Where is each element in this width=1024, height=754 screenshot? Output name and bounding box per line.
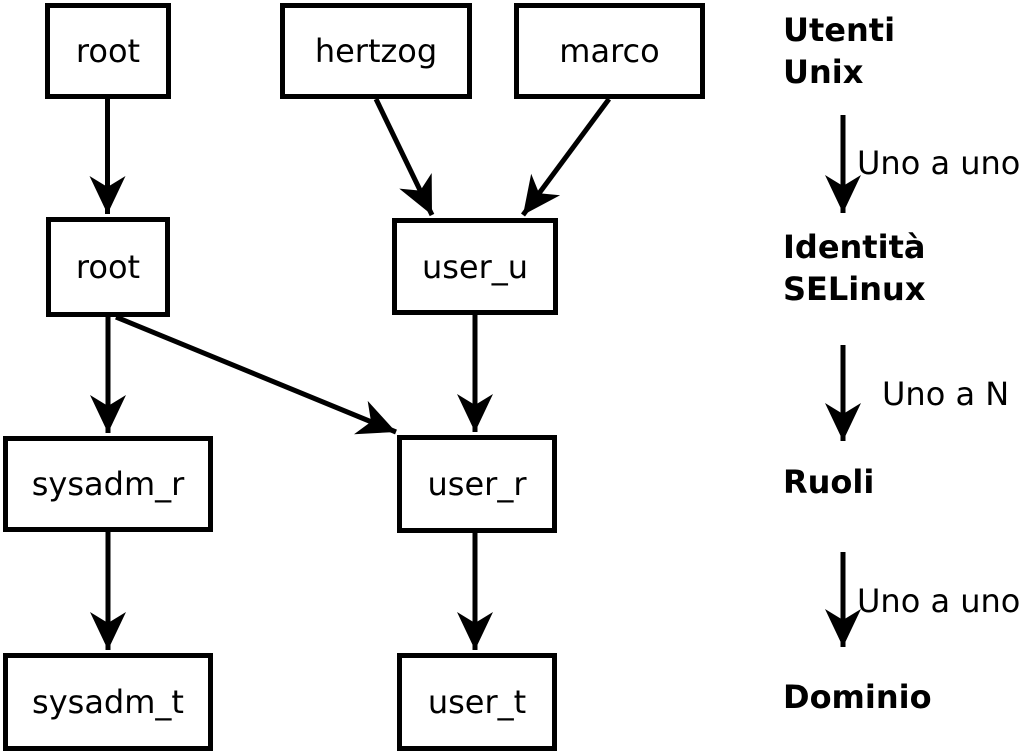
legend-heading-utenti-unix-line1: Utenti	[783, 11, 896, 49]
edge-hertzog-to-user-u	[373, 97, 435, 217]
node-unix-root-label: root	[75, 32, 141, 70]
node-unix-marco: marco	[514, 3, 705, 99]
node-role-user-r-label: user_r	[427, 465, 527, 503]
legend-heading-identita-selinux: Identità SELinux	[783, 226, 925, 310]
edge-selinux-root-to-user-r	[115, 314, 397, 435]
node-domain-sysadm-t: sysadm_t	[3, 653, 213, 751]
legend-heading-utenti-unix: Utenti Unix	[783, 9, 895, 93]
legend-heading-dominio: Dominio	[783, 678, 932, 716]
node-unix-hertzog: hertzog	[280, 3, 472, 99]
node-identity-root-label: root	[75, 248, 141, 286]
node-domain-sysadm-t-label: sysadm_t	[32, 683, 184, 721]
legend-relation-uno-a-uno-1: Uno a uno	[857, 144, 1021, 182]
node-unix-hertzog-label: hertzog	[314, 32, 438, 70]
legend-relation-uno-a-n: Uno a N	[882, 375, 1010, 413]
node-identity-user-u: user_u	[392, 218, 558, 315]
node-domain-user-t-label: user_t	[427, 683, 527, 721]
node-identity-user-u-label: user_u	[421, 247, 529, 286]
legend-heading-utenti-unix-line2: Unix	[783, 53, 864, 91]
node-identity-root: root	[46, 217, 170, 317]
node-unix-root: root	[45, 3, 171, 99]
node-domain-user-t: user_t	[397, 653, 557, 751]
edge-marco-to-user-u	[520, 97, 612, 217]
node-role-sysadm-r-label: sysadm_r	[31, 465, 185, 503]
legend-heading-ruoli: Ruoli	[783, 463, 875, 501]
node-role-sysadm-r: sysadm_r	[3, 436, 213, 532]
legend-heading-identita-selinux-line1: Identità	[783, 228, 926, 266]
legend-relation-uno-a-uno-2: Uno a uno	[857, 582, 1021, 620]
legend-heading-identita-selinux-line2: SELinux	[783, 270, 926, 308]
node-role-user-r: user_r	[397, 435, 557, 533]
node-unix-marco-label: marco	[559, 32, 660, 70]
